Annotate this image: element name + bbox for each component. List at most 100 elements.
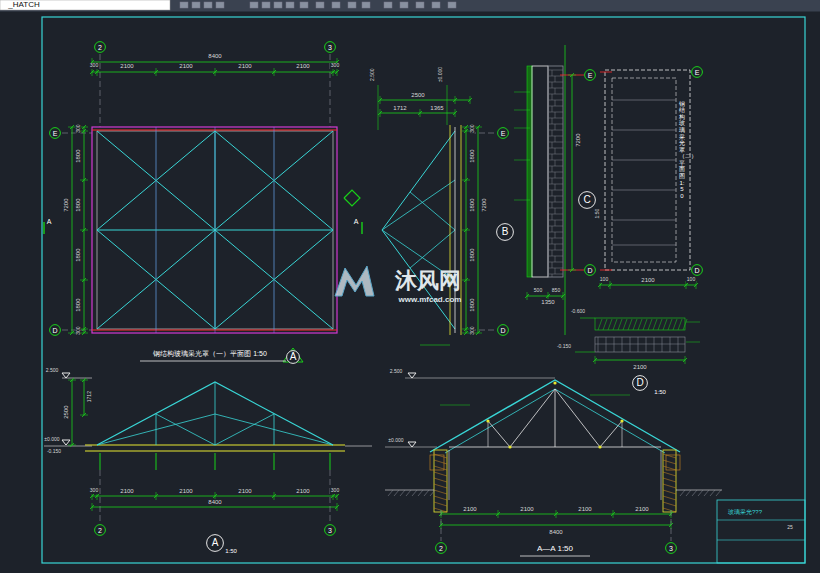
drawing-line [555,196,556,202]
dimension-text: 300 [469,326,474,336]
joint-dot [598,445,601,448]
level-mark [408,442,416,447]
dimension-text: 300 [89,63,99,68]
watermark-text: www.mfcad.com [398,296,463,304]
dimension-text: 2.500 [389,369,404,374]
dimension-text: 2500 [410,92,425,98]
drawing-line [80,333,88,334]
drawing-line [563,292,564,300]
drawing-line [556,510,557,518]
drawing-line [455,96,456,104]
dimension-text: 1800 [75,297,81,312]
drawing-line [717,540,805,541]
dimension-text: 2100 [295,63,310,69]
drawing-line [441,525,671,526]
drawing-line [612,100,676,101]
dimension-text: 1800 [469,297,475,312]
dimension-text: 1365 [429,105,444,111]
drawing-line [68,445,76,446]
drawing-rect [430,455,444,470]
drawing-line [548,160,563,161]
axis-label: 3 [324,41,336,51]
drawing-line [600,270,612,271]
drawing-line [598,319,602,330]
dimension-text: 1350 [540,299,555,305]
drawing-rect [97,131,333,329]
drawing-line [698,490,703,496]
drawing-rect [92,127,337,333]
dimension-text: 2100 [634,506,649,512]
drawing-line [140,361,286,362]
drawing-line [548,268,563,269]
drawing-line [613,319,617,330]
drawing-line [623,319,627,330]
axis-bubble: 2 [435,542,447,554]
dimension-text: 8400 [548,529,563,535]
drawing-line [548,208,563,209]
dimension-text: 2100 [632,364,647,370]
drawing-line [622,337,623,352]
drawing-line [84,380,85,415]
drawing-line [394,490,399,496]
drawing-line [449,450,450,500]
drawing-line [215,127,216,333]
drawing-line [555,256,556,262]
circle-border [498,128,509,139]
drawing-line [661,450,662,500]
drawing-line [92,507,337,508]
drawing-line [548,76,563,77]
drawing-line [514,200,530,201]
dimension-text: 7200 [63,197,69,212]
dimension-text: 2100 [178,488,193,494]
drawing-line [552,118,553,124]
dimension-text: 2100 [577,506,592,512]
axis-bubble: D [497,324,509,336]
drawing-rect [0,0,820,11]
drawing-line [612,190,676,191]
drawing-line [685,356,686,364]
dimension-text: 2.500 [45,368,60,373]
dimension-text: 2100 [295,488,310,494]
dimension-text: 500 [533,288,543,293]
drawing-line [600,72,612,73]
drawing-line [434,508,447,512]
dimension-text: 2100 [640,277,655,283]
drawing-line [555,148,556,154]
dimension-text: 钢结构玻璃采光罩（一）平面图 1:50 [152,350,268,357]
drawing-line [552,106,553,112]
dimension-text: 1800 [469,247,475,262]
dimension-text: 1:50 [595,208,600,220]
drawing-rect [612,78,676,262]
watermark-text: 沐风网 [394,269,462,292]
view-marker: A [206,534,224,552]
drawing-line [548,274,563,275]
axis-bubble: 2 [94,41,106,53]
dimension-text: 2500 [63,404,69,419]
drawing-line [337,503,338,511]
command-line: _HATCH [7,1,40,9]
circle-border [692,67,703,78]
drawing-line [548,238,563,239]
drawing-line [686,342,700,343]
drawing-line [44,446,92,447]
dimension-text: 300 [330,63,340,68]
circle-border [50,128,61,139]
drawing-line [337,68,338,76]
drawing-rect [416,2,424,8]
drawing-line [215,68,216,76]
drawing-line [678,319,682,330]
drawing-line [85,451,345,452]
circle-border [287,351,300,364]
drawing-line [80,380,88,381]
drawing-rect [42,17,805,563]
drawing-line [612,160,676,161]
drawing-line [548,148,563,149]
drawing-line [552,142,553,148]
drawing-line [434,454,447,458]
drawing-line [447,85,448,125]
dimension-text: 100 [599,277,609,282]
dimension-text: ±0.000 [43,437,60,442]
drawing-rect [262,2,270,8]
drawing-rect [384,2,392,8]
